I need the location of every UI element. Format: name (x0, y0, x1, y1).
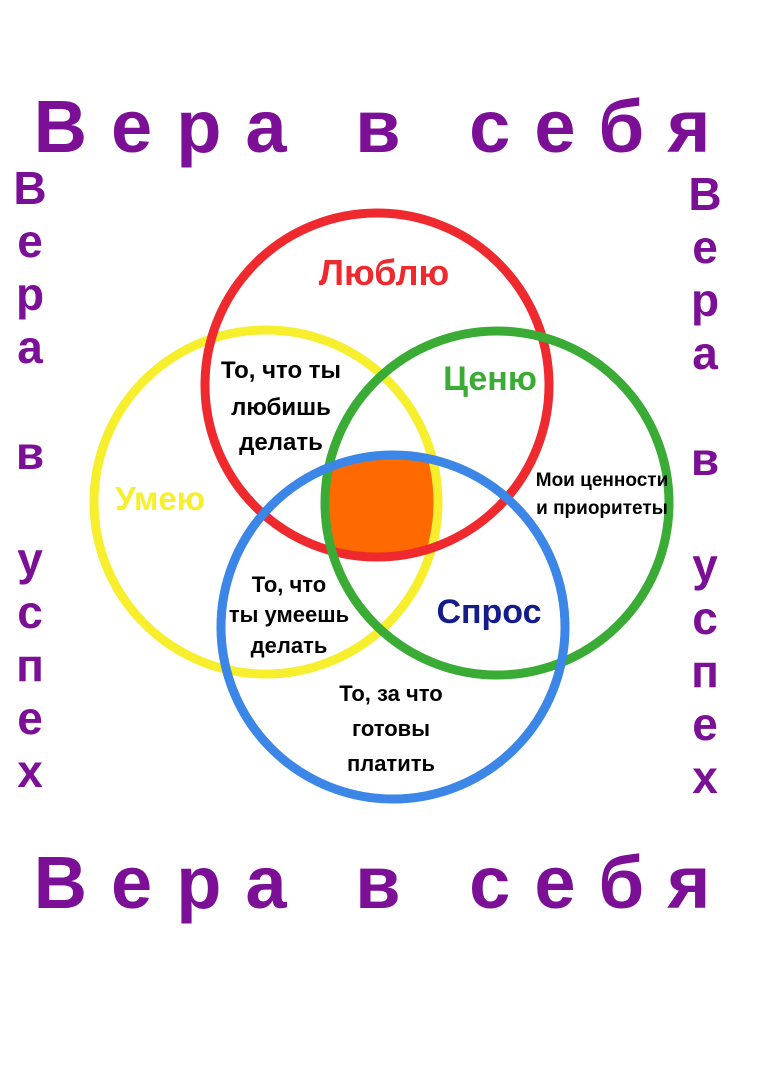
side-letter: р (690, 274, 720, 326)
desc-demand-line: То, за что (339, 681, 442, 706)
desc-skill-line: ты умеешь (229, 602, 349, 627)
circle-value (320, 326, 674, 680)
side-letter: с (692, 592, 718, 644)
side-letter: В (688, 168, 722, 220)
label-value: Ценю (443, 360, 537, 398)
label-love: Люблю (319, 252, 449, 293)
desc-demand-line: платить (347, 751, 435, 776)
side-letter: е (17, 215, 43, 267)
side-letter: е (692, 698, 718, 750)
desc-love-line: То, что ты (221, 357, 341, 384)
side-letter: х (692, 751, 718, 803)
label-demand: Спрос (436, 593, 541, 631)
desc-value-line: и приоритеты (536, 498, 668, 519)
desc-love-line: любишь (231, 394, 331, 421)
desc-skill-line: делать (251, 633, 328, 658)
side-letter: е (692, 221, 718, 273)
side-letter: В (13, 162, 47, 214)
side-letter: у (17, 533, 43, 585)
circle-love (200, 208, 554, 562)
side-letter: п (691, 645, 719, 697)
desc-skill: То, что ты умеешь делать (229, 572, 349, 658)
side-letter: в (690, 433, 720, 485)
desc-value-line: Мои ценности (536, 470, 669, 491)
side-letter: п (16, 639, 44, 691)
side-letter: е (17, 692, 43, 744)
side-letter: в (15, 427, 45, 479)
desc-demand-line: готовы (352, 716, 430, 741)
side-letter: х (17, 745, 43, 797)
banner-top: Вера в себя (33, 85, 735, 168)
side-letter: р (15, 268, 45, 320)
desc-skill-line: То, что (252, 572, 326, 597)
desc-love: То, что ты любишь делать (221, 357, 341, 456)
label-skill: Умею (115, 480, 205, 517)
side-letter: с (17, 586, 43, 638)
side-letter: у (692, 539, 718, 591)
side-letter: а (692, 327, 718, 379)
desc-demand: То, за что готовы платить (339, 681, 442, 776)
side-letter: а (17, 321, 43, 373)
circle-demand (216, 450, 570, 804)
banner-bottom: Вера в себя (33, 841, 735, 924)
circle-skill (89, 325, 443, 679)
desc-love-line: делать (239, 429, 323, 456)
desc-value: Мои ценности и приоритеты (536, 470, 669, 519)
